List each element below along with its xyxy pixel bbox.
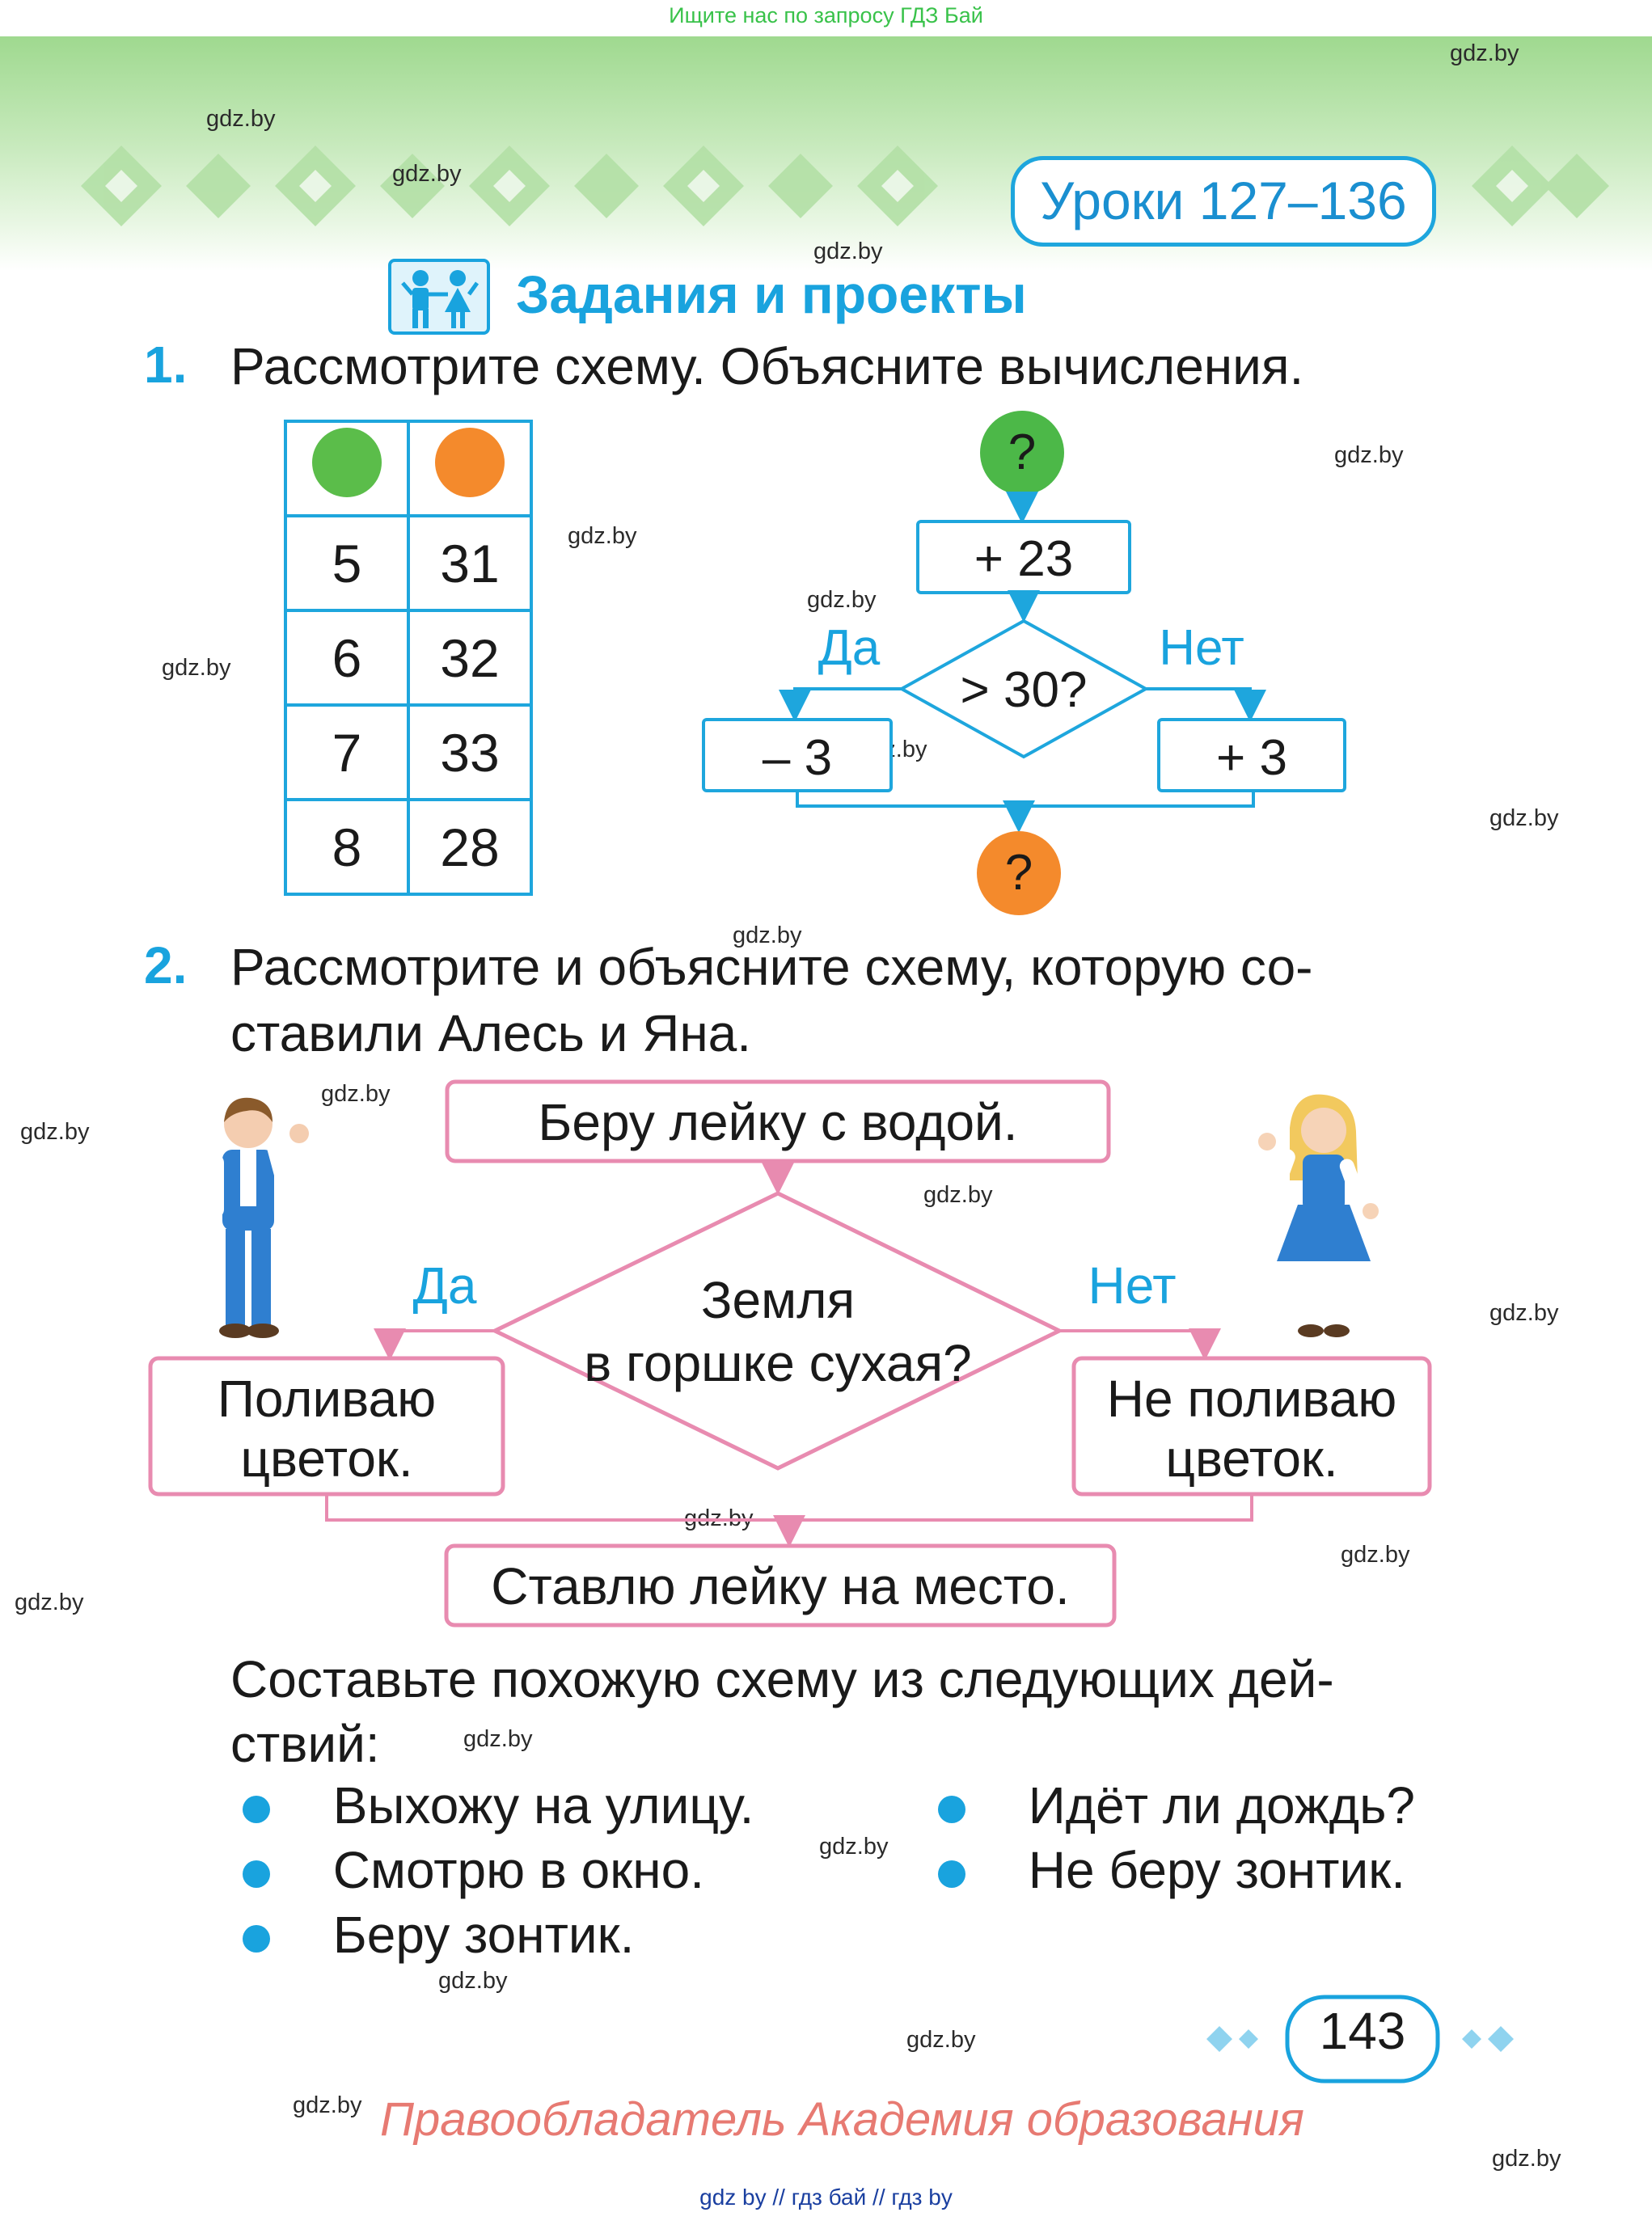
condition-label: > 30?: [961, 662, 1088, 718]
condition-line2: в горшке сухая?: [584, 1334, 971, 1392]
list-item: Не беру зонтик.: [938, 1840, 1405, 1900]
watermark: gdz.by: [162, 655, 231, 681]
table-row: 8 28: [284, 798, 533, 896]
yes-action-line1: Поливаю: [218, 1370, 436, 1428]
page-number-badge: [1206, 1995, 1514, 2084]
bullet-icon: [243, 1925, 270, 1953]
prompt-line2: ствий:: [230, 1715, 380, 1773]
condition-line1: Земля: [701, 1271, 855, 1329]
watering-flowchart: Беру лейку с водой. Земля в горшке сухая…: [148, 1079, 1432, 1628]
end-block: [444, 1543, 1117, 1628]
watermark: gdz.by: [923, 1182, 993, 1208]
watermark: gdz.by: [733, 923, 802, 948]
watermark: gdz.by: [1341, 1542, 1410, 1568]
list-item-label: Беру зонтик.: [332, 1906, 635, 1964]
green-circle-icon: [312, 428, 382, 497]
no-label: Нет: [1088, 1256, 1177, 1315]
table-cell: 31: [407, 514, 533, 612]
add-label: + 23: [974, 531, 1073, 587]
table-cell: 6: [284, 609, 410, 707]
yes-label: Да: [818, 620, 881, 676]
watermark: gdz.by: [1489, 805, 1559, 831]
watermark: gdz.by: [463, 1726, 533, 1752]
watermark: gdz.by: [15, 1590, 84, 1615]
table-row: 6 32: [284, 609, 533, 707]
no-action-line2: цветок.: [1165, 1429, 1337, 1488]
copyright-text: Правообладатель Академия образования: [380, 2093, 1304, 2146]
yes-label: Да: [413, 1256, 477, 1315]
table-cell: 5: [284, 514, 410, 612]
watermark: gdz.by: [819, 1834, 889, 1860]
bullet-icon: [243, 1860, 270, 1888]
watermark: gdz.by: [906, 2027, 976, 2053]
computation-flowchart: ? + 23 > 30? Да Нет – 3 + 3 ?: [702, 411, 1346, 915]
top-note: Ищите нас по запросу ГДЗ Бай: [669, 3, 983, 27]
watermark: gdz.by: [293, 2092, 362, 2118]
footer-links: gdz by // гдз бай // гдз by: [699, 2185, 953, 2210]
yes-action-line2: цветок.: [240, 1429, 412, 1488]
watermark: gdz.by: [206, 106, 276, 132]
list-item: Беру зонтик.: [243, 1905, 634, 1965]
condition-node: [490, 1191, 1064, 1471]
bullet-icon: [938, 1796, 965, 1823]
table-cell: 28: [407, 798, 533, 896]
task-text: Рассмотрите схему. Объясните вычисления.: [230, 337, 1304, 395]
end-label: Ставлю лейку на место.: [491, 1557, 1070, 1615]
watermark: gdz.by: [1450, 40, 1519, 66]
no-action-line1: Не поливаю: [1107, 1370, 1396, 1428]
list-item-label: Выхожу на улицу.: [332, 1776, 754, 1834]
watermark: gdz.by: [20, 1119, 90, 1145]
list-item-label: Не беру зонтик.: [1028, 1841, 1405, 1899]
values-table: 5 31 6 32 7 33 8 28: [284, 420, 533, 896]
list-item-label: Смотрю в окно.: [332, 1841, 704, 1899]
table-cell: 33: [407, 703, 533, 801]
watermark: gdz.by: [568, 523, 637, 549]
section-title: Задания и проекты: [516, 264, 1027, 324]
list-item: Смотрю в окно.: [243, 1840, 704, 1900]
table-cell: 8: [284, 798, 410, 896]
watermark: gdz.by: [321, 1081, 391, 1107]
list-item: Выхожу на улицу.: [243, 1775, 754, 1835]
table-cell: 32: [407, 609, 533, 707]
page-number: 143: [1319, 2002, 1406, 2060]
task-text-line1: Рассмотрите и объясните схему, которую с…: [230, 938, 1313, 996]
bullet-icon: [938, 1860, 965, 1888]
boy-ales-illustration: [206, 1097, 309, 1338]
watermark: gdz.by: [813, 239, 883, 264]
watermark: gdz.by: [1334, 442, 1404, 468]
watermark: gdz.by: [438, 1968, 508, 1994]
end-node: [977, 831, 1061, 915]
prompt-line1: Составьте похожую схему из следующих дей…: [230, 1650, 1334, 1708]
end-label: ?: [1005, 845, 1033, 901]
header-cell-orange: [407, 420, 533, 517]
watermark: gdz.by: [807, 587, 877, 613]
table-row: 5 31: [284, 514, 533, 612]
watermark: gdz.by: [1492, 2146, 1561, 2172]
condition-node: [898, 619, 1150, 759]
children-project-icon: [388, 259, 490, 335]
table-cell: 7: [284, 703, 410, 801]
start-node: [980, 411, 1064, 495]
watermark: gdz.by: [1489, 1300, 1559, 1326]
task-text-line2: ставили Алесь и Яна.: [230, 1004, 752, 1062]
table-row: 7 33: [284, 703, 533, 801]
girl-yana-illustration: [1258, 1094, 1379, 1337]
watermark: gdz.by: [392, 161, 462, 187]
start-label: ?: [1008, 424, 1036, 480]
no-action-label: + 3: [1216, 730, 1287, 786]
yes-action-label: – 3: [763, 730, 832, 786]
orange-circle-icon: [435, 428, 505, 497]
task-number: 1.: [144, 336, 188, 394]
start-label: Беру лейку с водой.: [538, 1093, 1017, 1151]
task-number: 2.: [144, 936, 188, 994]
bullet-icon: [243, 1796, 270, 1823]
list-item-label: Идёт ли дождь?: [1028, 1776, 1415, 1834]
header-cell-green: [284, 420, 410, 517]
lesson-badge: Уроки 127–136: [1011, 156, 1436, 247]
list-item: Идёт ли дождь?: [938, 1775, 1415, 1835]
ornament-pattern: [81, 146, 1609, 226]
no-label: Нет: [1159, 620, 1244, 676]
